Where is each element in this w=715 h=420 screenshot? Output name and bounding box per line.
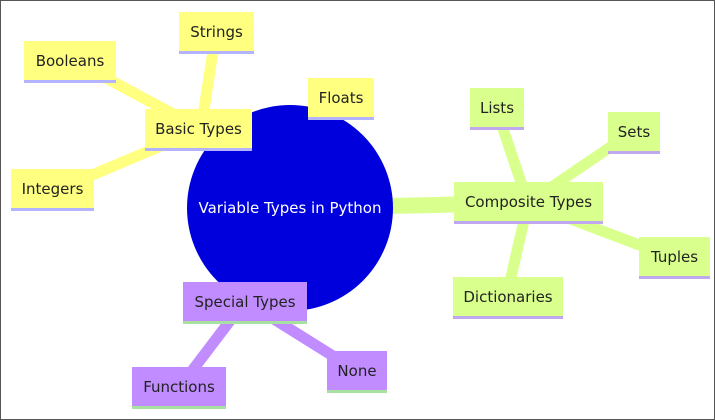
node-strings: Strings [179,12,254,54]
node-label: Strings [190,22,243,41]
node-label: Functions [143,377,215,396]
node-label: Special Types [194,292,296,311]
node-tuples: Tuples [639,237,710,279]
node-sets: Sets [608,112,660,154]
node-label: Integers [21,179,84,198]
node-none: None [327,351,387,393]
node-label: Basic Types [155,119,242,138]
node-integers: Integers [11,169,94,211]
node-label: Tuples [650,247,699,266]
node-floats: Floats [308,78,374,120]
node-label: Dictionaries [463,287,553,306]
node-functions: Functions [132,367,226,409]
node-lists: Lists [470,88,524,130]
node-label: Sets [617,122,651,141]
node-label: Booleans [35,51,105,70]
node-basic-types: Basic Types [145,109,252,151]
node-label: None [337,361,377,380]
node-label: Lists [479,98,515,117]
node-dictionaries: Dictionaries [453,277,563,319]
node-label: Composite Types [464,192,593,211]
node-special-types: Special Types [183,282,307,324]
root-label: Variable Types in Python [198,199,382,217]
node-composite-types: Composite Types [454,182,603,224]
node-label: Floats [318,88,364,107]
node-booleans: Booleans [24,41,116,83]
